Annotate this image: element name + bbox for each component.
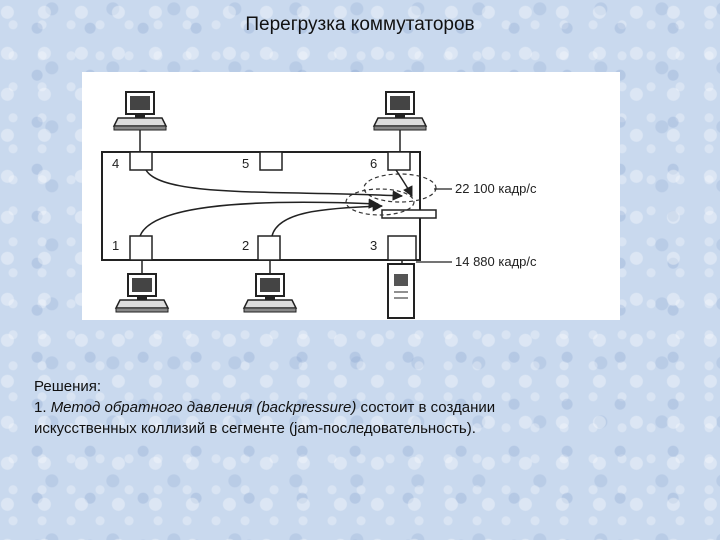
output-buffer xyxy=(381,209,437,219)
congestion-zone-lower xyxy=(345,188,415,216)
port-socket-5 xyxy=(259,151,283,171)
flow-port-6 xyxy=(395,169,413,197)
rate-label-top: 22 100 кадр/с xyxy=(455,181,537,196)
item-description: состоит в создании xyxy=(360,399,496,416)
flow-port-2 xyxy=(271,201,384,237)
computer-icon-port-6 xyxy=(373,91,427,131)
item-method-name: Метод обратного давления (backpressure) xyxy=(50,399,357,416)
port-socket-6 xyxy=(387,151,411,171)
solution-item-1-continued: искусственных коллизий в сегменте (jam-п… xyxy=(34,420,476,437)
port-socket-4 xyxy=(129,151,153,171)
computer-icon-port-2 xyxy=(243,273,297,313)
rate-label-bottom: 14 880 кадр/с xyxy=(455,254,537,269)
solution-text: Решения: 1. Метод обратного давления (ba… xyxy=(34,376,694,439)
port-label-4: 4 xyxy=(112,156,119,171)
port-label-1: 1 xyxy=(112,238,119,253)
port-socket-1 xyxy=(129,235,153,261)
port-label-3: 3 xyxy=(370,238,377,253)
computer-icon-port-1 xyxy=(115,273,169,313)
solution-item-1: 1. Метод обратного давления (backpressur… xyxy=(34,397,694,418)
port-label-2: 2 xyxy=(242,238,249,253)
flow-port-4 xyxy=(145,169,404,201)
port-label-6: 6 xyxy=(370,156,377,171)
slide-title: Перегрузка коммутаторов xyxy=(245,14,475,35)
computer-icon-port-4 xyxy=(113,91,167,131)
solutions-heading: Решения: xyxy=(34,378,102,395)
switch-congestion-diagram: 4 5 6 1 2 3 22 100 кадр/с 14 880 кадр/с xyxy=(82,72,620,320)
flow-port-1 xyxy=(139,198,380,237)
port-label-5: 5 xyxy=(242,156,249,171)
item-number: 1. xyxy=(34,399,47,416)
server-icon xyxy=(387,263,415,319)
port-socket-2 xyxy=(257,235,281,261)
port-socket-3 xyxy=(387,235,417,261)
congestion-zone-upper xyxy=(363,173,437,203)
